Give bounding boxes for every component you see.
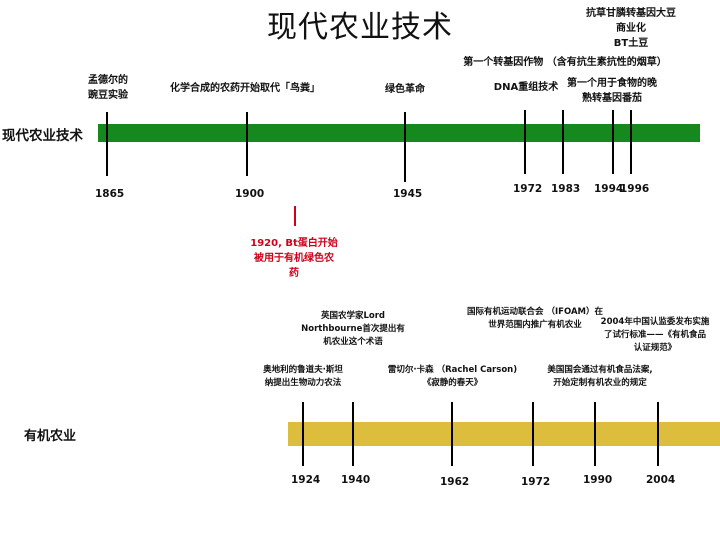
event-bt-protein-organic-pesticide: 1920, Bt蛋白开始 被用于有机绿色农 药 <box>250 238 338 279</box>
modern-year-1996: 1996 <box>620 183 650 195</box>
organic-year-1924: 1924 <box>291 474 321 486</box>
modern-year-1983: 1983 <box>551 183 581 195</box>
modern-year-1900: 1900 <box>235 188 265 200</box>
modern-tick-1900 <box>246 112 248 176</box>
organic-track-label: 有机农业 <box>24 429 77 444</box>
organic-year-1962: 1962 <box>440 476 470 488</box>
organic-year-1990: 1990 <box>583 474 613 486</box>
organic-timeline-bar <box>288 422 720 446</box>
event-china-organic-certification: 2004年中国认监委发布实施 了试行标准——《有机食品 认证规范》 <box>600 317 710 353</box>
event-ifoam: 国际有机运动联合会 （IFOAM）在 世界范围内推广有机农业 <box>467 307 603 330</box>
modern-year-1994: 1994 <box>594 183 624 195</box>
modern-year-1945: 1945 <box>393 188 423 200</box>
modern-year-1865: 1865 <box>95 188 125 200</box>
modern-year-1972: 1972 <box>513 183 543 195</box>
organic-tick-1990 <box>594 402 596 466</box>
organic-tick-2004 <box>657 402 659 466</box>
modern-track-label: 现代农业技术 <box>2 128 83 144</box>
bt-note-tick <box>294 206 296 226</box>
organic-tick-1962 <box>451 402 453 466</box>
organic-year-1940: 1940 <box>341 474 371 486</box>
modern-tick-1972 <box>524 110 526 174</box>
event-green-revolution: 绿色革命 <box>385 84 425 95</box>
event-us-organic-food-act: 美国国会通过有机食品法案, 开始定制有机农业的规定 <box>547 365 653 388</box>
organic-tick-1972 <box>532 402 534 466</box>
event-first-gm-tomato: 第一个用于食物的晚 熟转基因番茄 <box>567 78 657 104</box>
modern-timeline-bar <box>98 124 700 142</box>
modern-tick-1983 <box>562 110 564 174</box>
organic-tick-1924 <box>302 402 304 466</box>
organic-year-1972: 1972 <box>521 476 551 488</box>
event-dna-recombination: DNA重组技术 <box>493 82 559 93</box>
modern-tick-1996 <box>630 110 632 174</box>
modern-tick-1865 <box>106 112 108 176</box>
organic-tick-1940 <box>352 402 354 466</box>
event-silent-spring: 雷切尔·卡森 （Rachel Carson) 《寂静的春天》 <box>387 365 518 388</box>
event-mendel-pea-experiment: 孟德尔的 豌豆实验 <box>88 75 128 101</box>
event-chemical-pesticides: 化学合成的农药开始取代「鸟粪」 <box>170 83 320 94</box>
modern-tick-1994 <box>612 110 614 174</box>
event-first-gm-crop: 第一个转基因作物 （含有抗生素抗性的烟草） <box>463 57 667 68</box>
event-northbourne-organic-term: 英国农学家Lord Northbourne首次提出有 机农业这个术语 <box>301 311 405 347</box>
modern-tick-1945 <box>404 112 406 182</box>
page-title: 现代农业技术 <box>267 10 453 45</box>
event-steiner-biodynamic: 奥地利的鲁道夫·斯坦 纳提出生物动力农法 <box>263 365 343 388</box>
organic-year-2004: 2004 <box>646 474 676 486</box>
event-gm-soybean-bt-potato: 抗草甘膦转基因大豆 商业化 BT土豆 <box>586 8 676 49</box>
